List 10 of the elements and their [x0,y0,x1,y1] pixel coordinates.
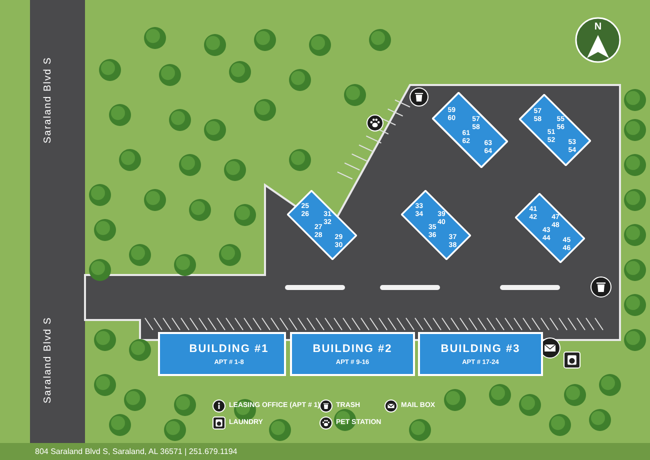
building [158,332,286,376]
building-name: BUILDING #1 [188,343,270,355]
building-name: BUILDING #3 [440,343,522,355]
building [418,332,543,376]
street-name: Saraland Blvd S [42,316,54,404]
north-label: N [594,22,602,32]
building-name: BUILDING #2 [312,343,394,355]
building [290,332,415,376]
footer-address: 804 Saraland Blvd S, Saraland, AL 36571 | 251.679.1194 [35,447,238,456]
street-name: Saraland Blvd S [42,56,54,144]
